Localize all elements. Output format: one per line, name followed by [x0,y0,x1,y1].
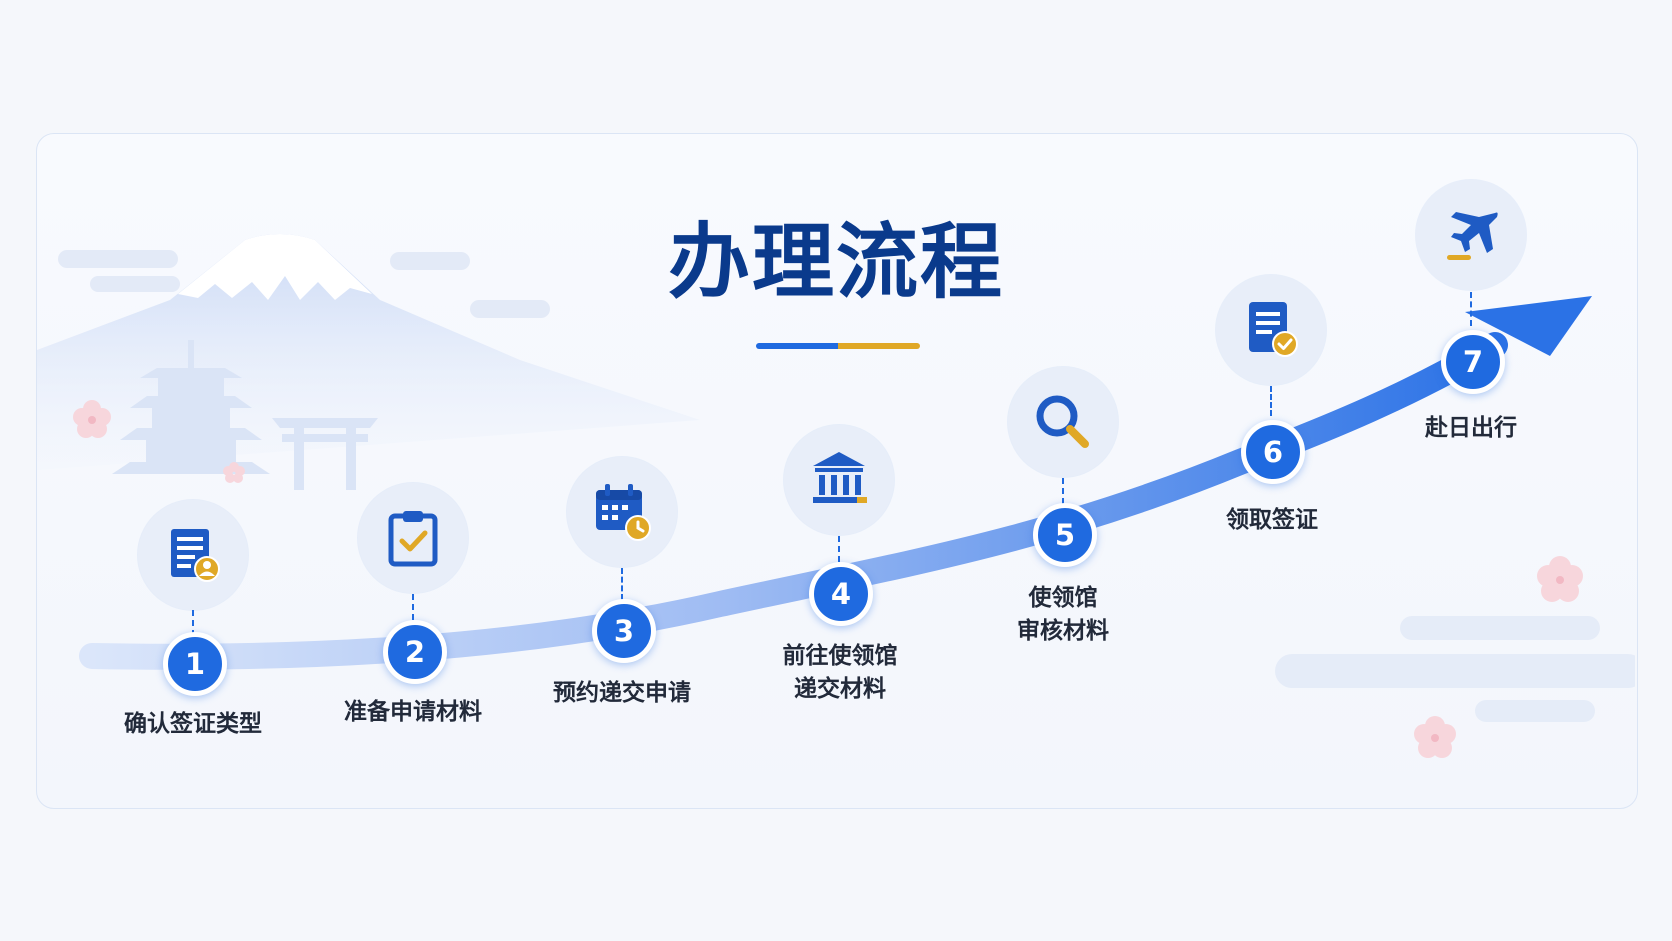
step-1-connector [192,610,194,636]
step-1-badge: 1 [163,632,227,696]
step-6-badge: 6 [1241,420,1305,484]
step-4-connector [838,536,840,562]
step-2-icon-circle [358,483,468,593]
step-1-icon-circle [138,500,248,610]
title-underline [756,343,920,349]
step-3-icon-circle [567,457,677,567]
step-3-label: 预约递交申请 [553,680,691,706]
step-7-connector [1470,292,1472,326]
step-7-icon-circle [1416,180,1526,290]
step-2-connector [412,594,414,620]
document-user-icon [171,529,220,582]
step-1-label: 确认签证类型 [124,711,262,737]
embassy-building-icon [813,452,867,503]
step-6-connector [1270,386,1272,416]
step-4-label: 前往使领馆 递交材料 [782,643,898,702]
step-5-icon-circle [1008,367,1118,477]
clipboard-check-icon [388,511,438,567]
step-4-icon-circle [784,425,894,535]
page-title: 办理流程 [667,215,1004,310]
scenery [37,234,1635,758]
step-5-label: 使领馆 审核材料 [1017,585,1109,644]
step-7-label: 赴日出行 [1425,415,1517,441]
document-check-icon [1249,302,1298,357]
step-5-badge: 5 [1033,503,1097,567]
step-2-label: 准备申请材料 [344,699,482,725]
mountain-snowcap [178,234,372,300]
step-4-badge: 4 [809,562,873,626]
step-2-badge: 2 [383,620,447,684]
cloud-right [1275,616,1635,722]
step-3-badge: 3 [592,599,656,663]
pagoda [112,340,270,474]
calendar-clock-icon [596,484,651,541]
step-3-connector [621,568,623,600]
progress-path [79,332,1508,670]
step-6-icon-circle [1216,275,1326,385]
step-7-badge: 7 [1441,330,1505,394]
step-5-connector [1062,478,1064,504]
torii-gate [272,418,378,490]
progress-arrowhead [1465,296,1592,356]
step-6-label: 领取签证 [1226,507,1318,533]
cloud-left [58,250,550,318]
sakura-flowers [73,400,1583,758]
airplane-icon [1447,212,1498,260]
magnifier-icon [1036,395,1089,448]
